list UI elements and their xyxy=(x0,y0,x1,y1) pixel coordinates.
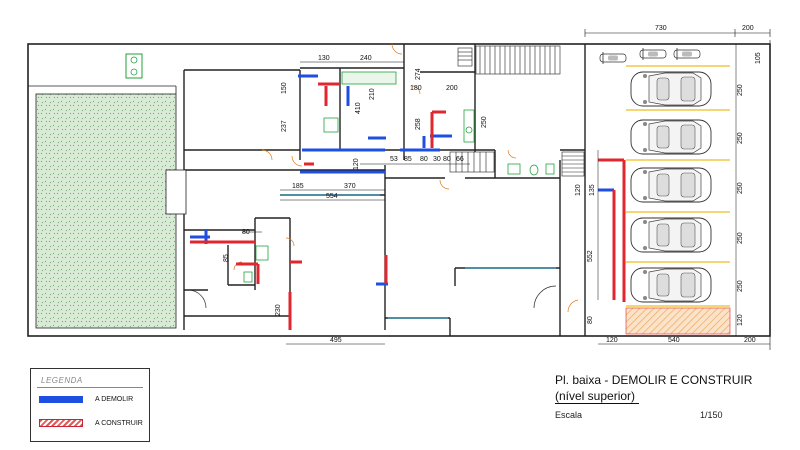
dim-85b: 85 xyxy=(223,254,230,262)
dim-85: 85 xyxy=(404,156,412,163)
dim-554: 554 xyxy=(326,193,338,200)
dim-right-250e: 250 xyxy=(737,280,744,292)
car-icon xyxy=(630,119,712,155)
dim-80: 80 xyxy=(420,156,428,163)
car-icon xyxy=(630,267,712,303)
dim-150: 150 xyxy=(281,82,288,94)
dim-258: 258 xyxy=(415,118,422,130)
sink-icon xyxy=(507,163,521,175)
dim-right-250d: 250 xyxy=(737,232,744,244)
dim-right-250c: 250 xyxy=(737,182,744,194)
dim-185: 185 xyxy=(292,183,304,190)
building-outline xyxy=(27,43,771,337)
dim-80b: 80 xyxy=(443,156,451,163)
dim-250: 250 xyxy=(481,116,488,128)
toilet-icon xyxy=(323,117,339,133)
window-frame xyxy=(165,169,187,215)
scale-value: 1/150 xyxy=(700,410,723,420)
car-icon xyxy=(630,71,712,107)
dim-right-250b: 250 xyxy=(737,132,744,144)
dimension-labels: 130 240 274 180 200 105 150 410 210 237 … xyxy=(223,52,762,344)
dim-53: 53 xyxy=(390,156,398,163)
drawing-title: Pl. baixa - DEMOLIR E CONSTRUIR xyxy=(555,373,753,387)
title-block: Pl. baixa - DEMOLIR E CONSTRUIR (nível s… xyxy=(555,374,775,422)
dim-right-120: 120 xyxy=(737,314,744,326)
dim-540: 540 xyxy=(668,337,680,344)
dim-130: 130 xyxy=(318,55,330,62)
dim-30: 30 xyxy=(433,156,441,163)
dim-120b: 120 xyxy=(575,184,582,196)
dim-135: 135 xyxy=(589,184,596,196)
motorcycle-icon xyxy=(599,51,627,65)
dim-552: 552 xyxy=(587,250,594,262)
dim-230: 230 xyxy=(275,304,282,316)
sink-icon xyxy=(125,53,143,79)
drawing-subtitle: (nível superior) xyxy=(555,390,640,404)
dim-237: 237 xyxy=(281,120,288,132)
legend-item-demolir: A DEMOLIR xyxy=(39,396,133,403)
legend: LEGENDA A DEMOLIR A CONSTRUIR xyxy=(30,368,150,442)
dim-730: 730 xyxy=(655,25,667,32)
demolish-swatch xyxy=(39,396,83,403)
construct-segments xyxy=(190,82,626,330)
dim-200: 200 xyxy=(446,85,458,92)
dim-105: 105 xyxy=(755,52,762,64)
scale-label: Escala xyxy=(555,410,583,420)
dim-210: 210 xyxy=(369,88,376,100)
bathroom-fixtures xyxy=(125,53,555,283)
construct-swatch xyxy=(39,419,83,427)
construct-area xyxy=(625,307,731,335)
legend-divider xyxy=(37,387,143,388)
legend-item-construir: A CONSTRUIR xyxy=(39,419,143,427)
dim-495: 495 xyxy=(330,337,342,344)
legend-title: LEGENDA xyxy=(41,376,83,385)
motorcycle-icon xyxy=(673,47,701,61)
car-icon xyxy=(630,217,712,253)
demolish-segments xyxy=(190,74,614,286)
dim-410: 410 xyxy=(355,102,362,114)
legend-label-construir: A CONSTRUIR xyxy=(95,419,143,427)
glazing xyxy=(280,194,556,319)
garage xyxy=(599,47,731,335)
motorcycle-icon xyxy=(639,47,667,61)
dim-66: 66 xyxy=(456,156,464,163)
car-icon xyxy=(630,167,712,203)
garden-area xyxy=(35,93,177,329)
dim-370: 370 xyxy=(344,183,356,190)
dim-80c: 80 xyxy=(242,229,250,236)
dim-120: 120 xyxy=(353,158,360,170)
toilet-icon xyxy=(529,164,539,176)
doors xyxy=(187,43,579,313)
dim-right-250a: 250 xyxy=(737,84,744,96)
legend-label-demolir: A DEMOLIR xyxy=(95,396,134,403)
dim-120c: 120 xyxy=(606,337,618,344)
dim-80d: 80 xyxy=(587,316,594,324)
dim-180: 180 xyxy=(410,85,422,92)
stairs-icon xyxy=(449,45,585,177)
dim-274: 274 xyxy=(415,68,422,80)
scale-row: Escala 1/150 xyxy=(555,410,775,422)
dim-240: 240 xyxy=(360,55,372,62)
dim-200: 200 xyxy=(742,25,754,32)
interior-dimension-lines xyxy=(242,44,770,345)
dim-200c: 200 xyxy=(744,337,756,344)
